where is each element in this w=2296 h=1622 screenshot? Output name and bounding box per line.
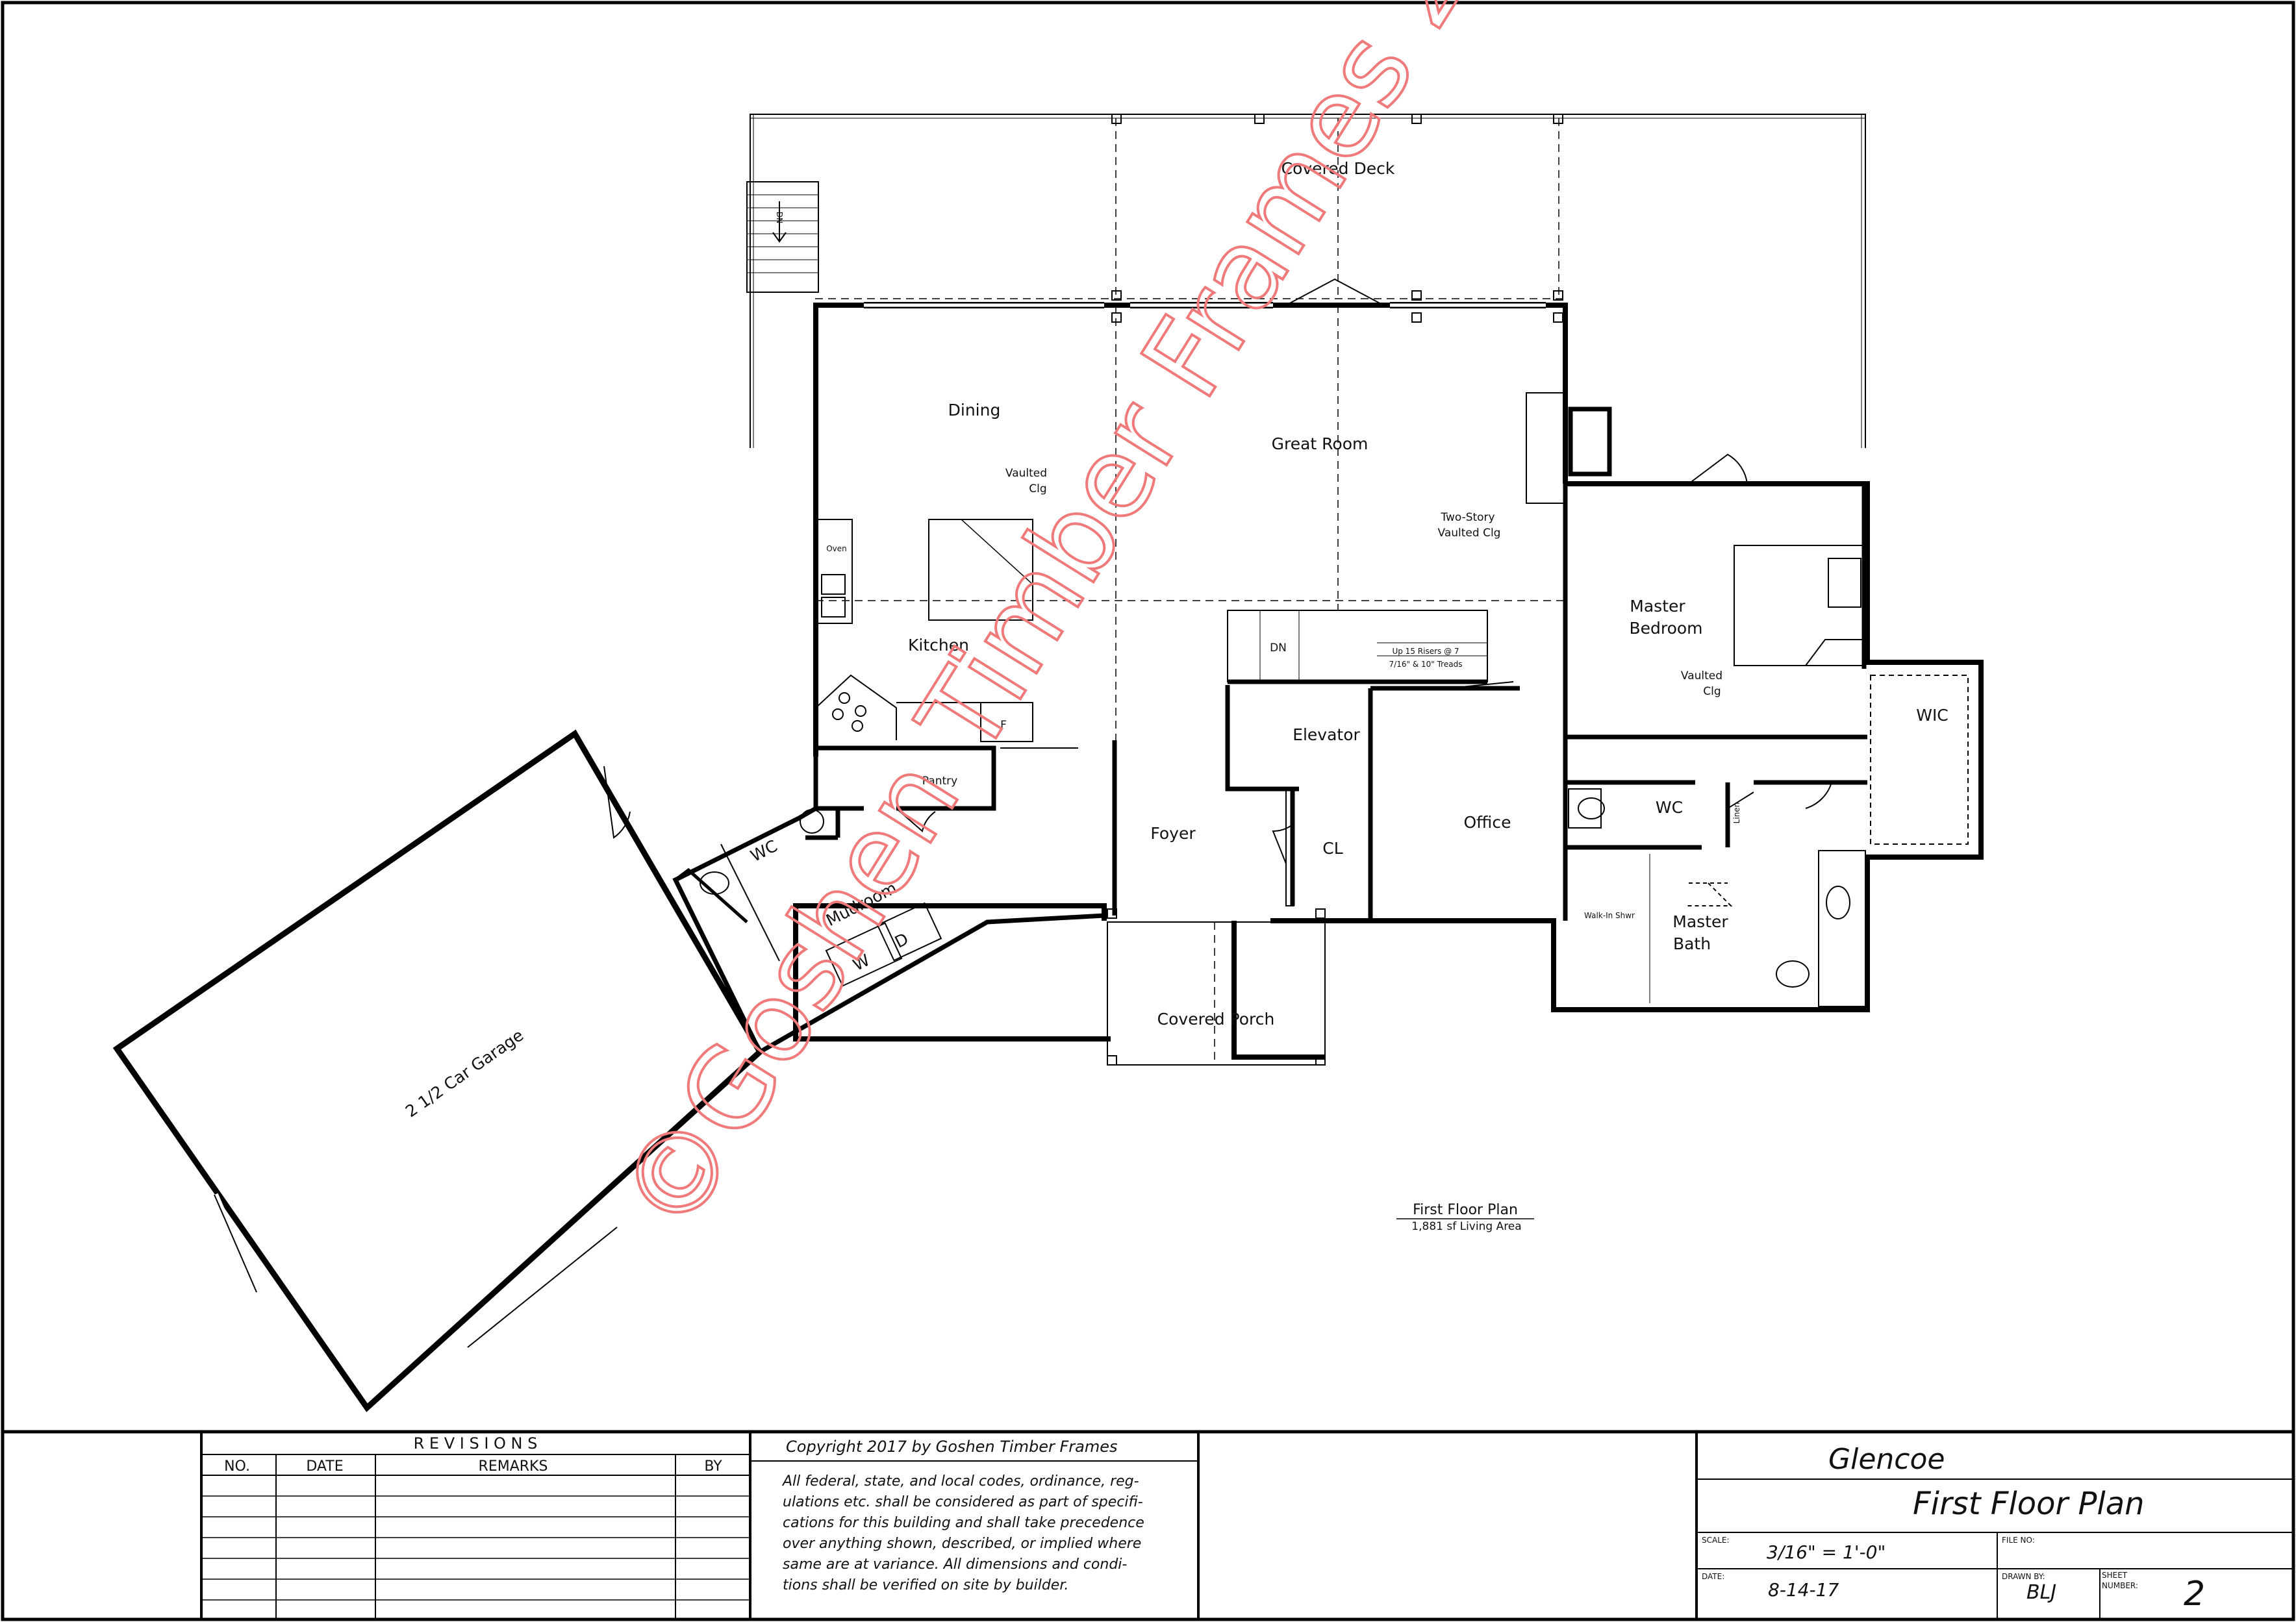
label-office: Office — [1464, 813, 1511, 832]
revisions-title: R E V I S I O N S — [414, 1434, 538, 1453]
covered-deck — [746, 114, 1866, 448]
note-line-4: over anything shown, described, or impli… — [783, 1536, 1141, 1552]
label-foyer: Foyer — [1150, 824, 1196, 843]
mudroom-wing — [672, 756, 1105, 1055]
label-master-bedroom-ceiling-2: Clg — [1703, 685, 1721, 698]
sheet-label-1: SHEET — [2102, 1571, 2128, 1580]
project-name: Glencoe — [1828, 1443, 1945, 1476]
windows — [864, 302, 1546, 308]
label-dining: Dining — [948, 401, 1001, 419]
label-stair-down: DN — [1270, 642, 1287, 655]
beam-lines — [816, 305, 1565, 909]
label-master-bedroom-ceiling-1: Vaulted — [1681, 669, 1722, 682]
label-covered-deck: Covered Deck — [1281, 159, 1395, 178]
note-line-3: cations for this building and shall take… — [783, 1515, 1144, 1531]
label-deck-stair-down: DN — [775, 212, 784, 223]
doors — [896, 278, 1832, 864]
sheet-title: First Floor Plan — [1913, 1486, 2145, 1522]
title-block-text: R E V I S I O N S NO. DATE REMARKS BY Co… — [224, 1434, 2205, 1614]
master-bed — [1734, 545, 1865, 666]
label-wc-master: WC — [1656, 798, 1683, 817]
label-garage: 2 1/2 Car Garage — [402, 1026, 527, 1121]
drawn-by-value: BLJ — [2026, 1581, 2056, 1604]
label-great-room: Great Room — [1272, 434, 1369, 453]
garage — [112, 729, 764, 1412]
revisions-col-date: DATE — [306, 1458, 343, 1475]
label-covered-porch: Covered Porch — [1157, 1010, 1275, 1029]
revisions-col-remarks: REMARKS — [479, 1458, 548, 1475]
label-linen: Linen — [1732, 803, 1741, 824]
note-line-2: ulations etc. shall be considered as par… — [783, 1494, 1143, 1510]
copyright-line: Copyright 2017 by Goshen Timber Frames — [786, 1438, 1118, 1456]
date-value: 8-14-17 — [1768, 1579, 1839, 1601]
note-line-6: tions shall be verified on site by build… — [783, 1577, 1068, 1593]
label-master-bath-1: Master — [1672, 912, 1728, 931]
label-kitchen: Kitchen — [908, 636, 969, 655]
label-stair-note-1: Up 15 Risers @ 7 — [1392, 647, 1459, 656]
core-details — [1285, 788, 1294, 906]
label-wic: WIC — [1916, 706, 1949, 725]
wic-closet — [1870, 675, 1969, 845]
label-great-room-ceiling-1: Two-Story — [1440, 511, 1495, 524]
label-elevator: Elevator — [1293, 725, 1360, 744]
sheet-label-2: NUMBER: — [2102, 1581, 2138, 1590]
label-master-bedroom-1: Master — [1630, 597, 1685, 616]
file-no-label: FILE NO: — [2002, 1536, 2035, 1545]
label-master-bath-2: Bath — [1673, 934, 1711, 953]
label-great-room-ceiling-2: Vaulted Clg — [1438, 527, 1501, 540]
scale-label: SCALE: — [1702, 1536, 1730, 1545]
note-line-1: All federal, state, and local codes, ord… — [781, 1473, 1139, 1490]
floor-plan — [112, 114, 1984, 1412]
date-label: DATE: — [1702, 1572, 1724, 1581]
title-block — [3, 1430, 2293, 1619]
label-plan: First Floor Plan — [1413, 1202, 1518, 1218]
revisions-col-no: NO. — [224, 1458, 250, 1475]
covered-porch — [1107, 908, 1326, 1066]
kitchen-fixtures — [815, 519, 1033, 742]
fireplace — [1526, 392, 1612, 504]
scale-value: 3/16" = 1'-0" — [1767, 1541, 1886, 1563]
revisions-col-by: BY — [704, 1458, 722, 1475]
label-walk-in-shower: Walk-In Shwr — [1584, 911, 1635, 920]
master-bath-fixtures — [1568, 788, 1866, 1007]
label-closet: CL — [1322, 839, 1343, 858]
note-line-5: same are at variance. All dimensions and… — [783, 1556, 1127, 1573]
sheet-number: 2 — [2184, 1575, 2205, 1614]
label-fridge: F — [1000, 719, 1007, 732]
main-stair — [1227, 610, 1488, 684]
label-stair-note-2: 7/16" & 10" Treads — [1389, 660, 1463, 669]
label-oven: Oven — [826, 544, 847, 553]
label-dining-ceiling-2: Clg — [1029, 482, 1046, 495]
drawn-by-label: DRAWN BY: — [2002, 1572, 2045, 1581]
label-plan-area: 1,881 sf Living Area — [1411, 1220, 1521, 1233]
label-pantry: Pantry — [922, 775, 957, 788]
label-master-bedroom-2: Bedroom — [1629, 619, 1702, 638]
label-dining-ceiling-1: Vaulted — [1005, 467, 1047, 480]
